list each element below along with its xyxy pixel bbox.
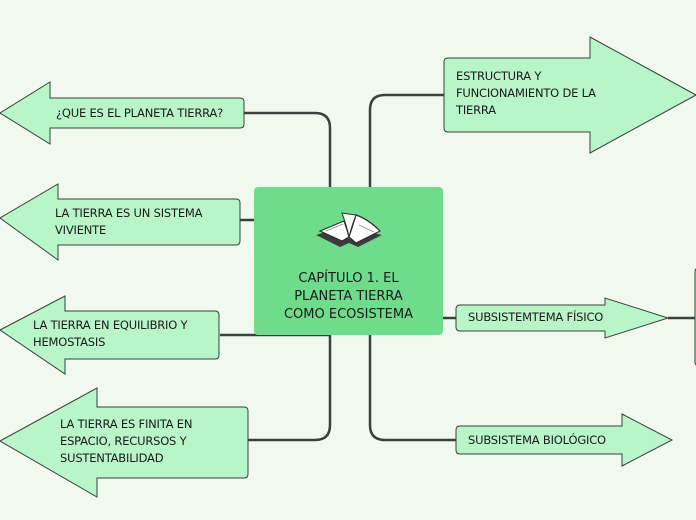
topic-label-left-3: LA TIERRA EN EQUILIBRIO Y HEMOSTASIS xyxy=(33,318,188,349)
connector-left-1 xyxy=(240,111,332,272)
topic-shape-right-3[interactable] xyxy=(455,413,674,467)
topic-shape-left-3[interactable] xyxy=(0,295,220,375)
topic-label-right-3: SUBSISTEMA BIOLÓGICO xyxy=(468,433,606,447)
topic-label-right-1: ESTRUCTURA Y FUNCIONAMIENTO DE LA TIERRA xyxy=(456,69,596,117)
open-book-icon xyxy=(316,212,382,247)
topic-shape-left-4[interactable] xyxy=(0,387,249,498)
topic-label-right-2: SUBSISTEMTEMA FÍSICO xyxy=(468,310,604,324)
topic-shape-right-2[interactable] xyxy=(455,297,670,339)
connector-right-1 xyxy=(368,93,444,262)
connector-right-3 xyxy=(368,318,456,442)
central-topic-node[interactable]: CAPÍTULO 1. EL PLANETA TIERRA COMO ECOSI… xyxy=(254,187,443,335)
topic-shape-left-2[interactable] xyxy=(0,183,241,261)
topic-label-left-4: LA TIERRA ES FINITA EN ESPACIO, RECURSOS… xyxy=(60,417,193,465)
topic-label-left-1: ¿QUE ES EL PLANETA TIERRA? xyxy=(56,106,224,120)
topic-shape-right-1[interactable] xyxy=(443,36,696,154)
central-topic-title: CAPÍTULO 1. EL PLANETA TIERRA COMO ECOSI… xyxy=(283,271,414,322)
topic-shape-left-1[interactable] xyxy=(0,81,245,145)
topic-label-left-2: LA TIERRA ES UN SISTEMA VIVIENTE xyxy=(55,206,203,237)
connector-left-4 xyxy=(248,270,332,442)
